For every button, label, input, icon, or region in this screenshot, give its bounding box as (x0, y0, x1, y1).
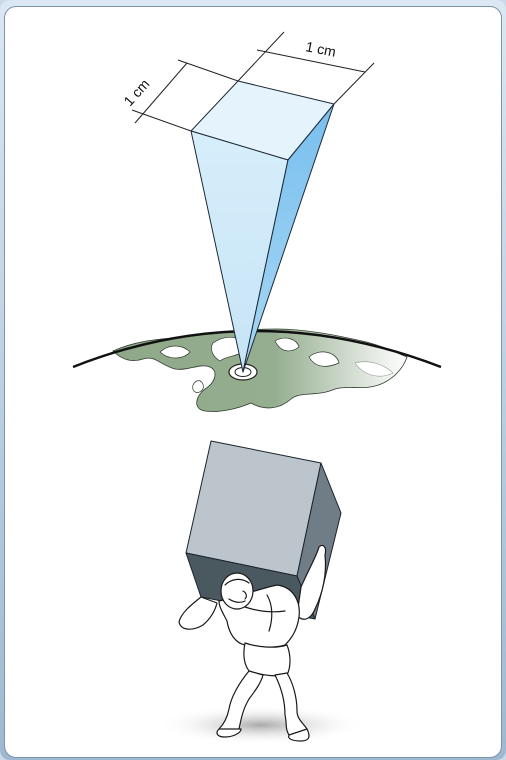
illustration-panel: 1 cm 1 cm (4, 6, 502, 758)
dimension-top-label: 1 cm (304, 38, 337, 59)
pressure-illustration: 1 cm 1 cm (5, 7, 502, 758)
ground-shadow (157, 705, 365, 745)
earth-horizon-icon (73, 329, 441, 427)
dimension-left-label: 1 cm (120, 76, 152, 109)
prism-icon (191, 81, 334, 372)
